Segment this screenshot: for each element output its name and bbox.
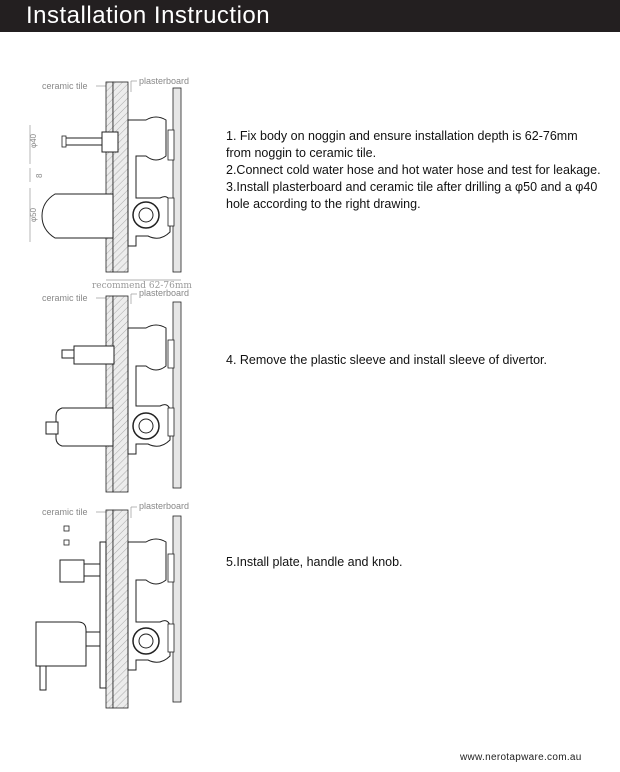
plasterboard	[112, 81, 129, 273]
recommend-depth-label: recommend 62-76mm	[92, 281, 192, 290]
plasterboard	[112, 509, 129, 709]
step-2-text: 2.Connect cold water hose and hot water …	[226, 163, 601, 177]
diagram-step5: ceramic tile plasterboard	[35, 501, 189, 709]
cover-plate	[99, 541, 107, 689]
ceramic-tile-label: ceramic tile	[42, 507, 88, 517]
divertor-sleeve	[55, 407, 114, 447]
step-4: 4. Remove the plastic sleeve and install…	[226, 352, 606, 369]
step-1-text: 1. Fix body on noggin and ensure install…	[226, 129, 578, 160]
plasterboard-label: plasterboard	[139, 288, 189, 298]
plasterboard-label: plasterboard	[139, 76, 189, 86]
step-5: 5.Install plate, handle and knob.	[226, 554, 606, 571]
diagram-step4: ceramic tile plasterboard	[42, 288, 189, 493]
knob	[59, 559, 85, 583]
ceramic-tile	[105, 509, 114, 709]
dim-phi40-label: φ40	[29, 133, 38, 148]
step-3-text: 3.Install plasterboard and ceramic tile …	[226, 180, 598, 211]
noggin	[172, 515, 182, 703]
ceramic-tile-label: ceramic tile	[42, 81, 88, 91]
noggin	[172, 301, 182, 489]
plasterboard-label: plasterboard	[139, 501, 189, 511]
step-4-text: 4. Remove the plastic sleeve and install…	[226, 353, 548, 367]
footer-url: www.nerotapware.com.au	[460, 752, 582, 763]
steps-1-3: 1. Fix body on noggin and ensure install…	[226, 128, 606, 213]
noggin	[172, 87, 182, 273]
handle	[35, 621, 87, 667]
diagram-step1: ceramic tile plasterboard φ40 8 φ50 reco…	[29, 76, 192, 290]
sleeve	[41, 193, 114, 239]
dim-phi50-label: φ50	[29, 207, 38, 222]
upper-spindle	[101, 131, 119, 153]
ceramic-tile-label: ceramic tile	[42, 293, 88, 303]
page-header: Installation Instruction	[0, 0, 620, 32]
step-5-text: 5.Install plate, handle and knob.	[226, 555, 403, 569]
ceramic-tile	[105, 81, 114, 273]
dim-8-label: 8	[35, 173, 44, 178]
upper-spindle	[73, 345, 115, 365]
ceramic-tile	[105, 295, 114, 493]
plasterboard	[112, 295, 129, 493]
page-title: Installation Instruction	[26, 2, 271, 29]
